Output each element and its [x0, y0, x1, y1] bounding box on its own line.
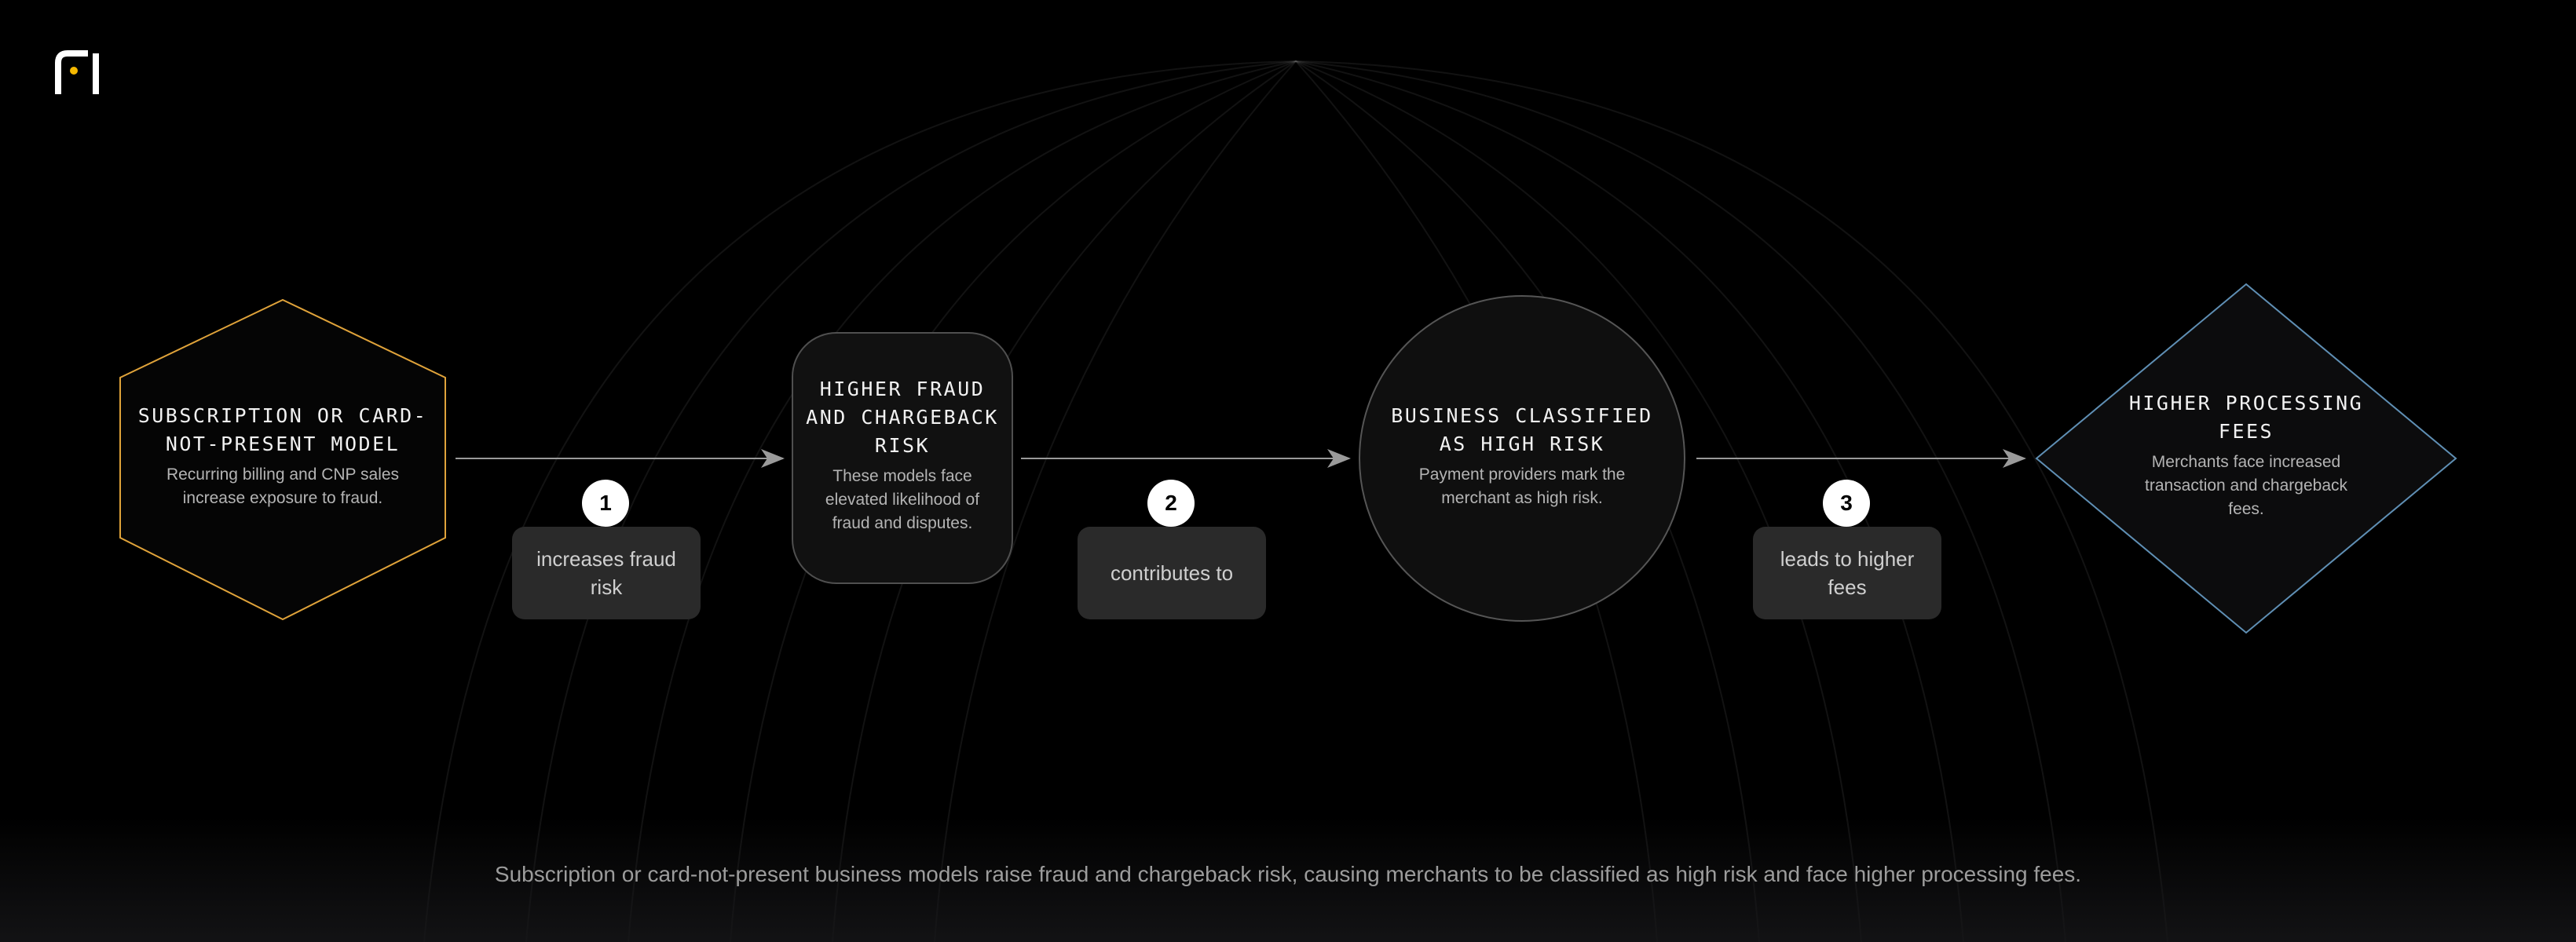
node-description-line: Merchants face increased — [2151, 453, 2341, 471]
edge-label-line: fees — [1828, 575, 1867, 599]
node-title-line: HIGHER FRAUD — [819, 378, 986, 400]
footer-gradient — [0, 816, 2576, 942]
node-description-line: elevated likelihood of — [825, 491, 980, 509]
node-title: HIGHER PROCESSING FEES — [2113, 389, 2380, 446]
node-description-line: fraud and disputes. — [832, 514, 973, 532]
node-description-line: These models face — [832, 467, 972, 485]
node-description: Payment providers mark the merchant as h… — [1373, 463, 1671, 510]
node-description-line: increase exposure to fraud. — [182, 489, 383, 507]
node-title-line: BUSINESS CLASSIFIED — [1391, 404, 1653, 427]
edge-label-text: leads to higher fees — [1780, 545, 1915, 601]
node-title: BUSINESS CLASSIFIED AS HIGH RISK — [1373, 402, 1671, 458]
edge-label-text: contributes to — [1110, 561, 1234, 585]
node-title-line: AND CHARGEBACK — [806, 406, 999, 429]
node-title-line: SUBSCRIPTION OR CARD- — [137, 404, 428, 427]
node-description-line: merchant as high risk. — [1441, 489, 1603, 507]
node-title-line: AS HIGH RISK — [1439, 433, 1605, 455]
node-title-line: FEES — [2218, 420, 2274, 443]
edge-label-leads-to-higher-fees: leads to higher fees — [1753, 527, 1941, 619]
node-title: SUBSCRIPTION OR CARD- NOT-PRESENT MODEL — [132, 402, 434, 458]
node-title-line: RISK — [874, 434, 931, 457]
step-badge-2: 2 — [1147, 480, 1195, 527]
step-badge-1: 1 — [582, 480, 629, 527]
node-description-line: fees. — [2228, 500, 2264, 518]
node-diamond-shape — [2035, 283, 2457, 634]
edge-label-line: risk — [590, 575, 623, 599]
node-title: HIGHER FRAUD AND CHARGEBACK RISK — [798, 375, 1007, 460]
node-title-line: HIGHER PROCESSING — [2128, 392, 2364, 414]
brand-logo — [55, 50, 99, 94]
node-rounded-rect-shape — [792, 332, 1013, 584]
node-description-line: Payment providers mark the — [1418, 466, 1626, 484]
step-badge-3: 3 — [1823, 480, 1870, 527]
node-subscription-model: SUBSCRIPTION OR CARD- NOT-PRESENT MODEL … — [132, 402, 434, 510]
node-description: These models face elevated likelihood of… — [798, 465, 1007, 535]
edge-label-contributes-to: contributes to — [1078, 527, 1266, 619]
node-description-line: Recurring billing and CNP sales — [166, 466, 400, 484]
edge-label-increases-fraud-risk: increases fraud risk — [512, 527, 701, 619]
node-classified-high-risk: BUSINESS CLASSIFIED AS HIGH RISK Payment… — [1373, 402, 1671, 510]
edge-label-text: increases fraud risk — [536, 545, 676, 601]
node-fraud-chargeback-risk: HIGHER FRAUD AND CHARGEBACK RISK These m… — [798, 375, 1007, 535]
edge-label-line: increases fraud — [536, 547, 676, 571]
logo-accent-dot — [70, 67, 78, 75]
node-description: Recurring billing and CNP sales increase… — [132, 463, 434, 510]
node-hexagon-shape — [119, 298, 446, 621]
node-circle-shape — [1359, 295, 1685, 622]
node-description-line: transaction and chargeback — [2145, 476, 2347, 495]
node-description: Merchants face increased transaction and… — [2113, 451, 2380, 521]
diagram-caption: Subscription or card-not-present busines… — [494, 862, 2082, 886]
edge-label-line: leads to higher — [1780, 547, 1915, 571]
node-title-line: NOT-PRESENT MODEL — [165, 433, 401, 455]
node-higher-processing-fees: HIGHER PROCESSING FEES Merchants face in… — [2113, 389, 2380, 521]
